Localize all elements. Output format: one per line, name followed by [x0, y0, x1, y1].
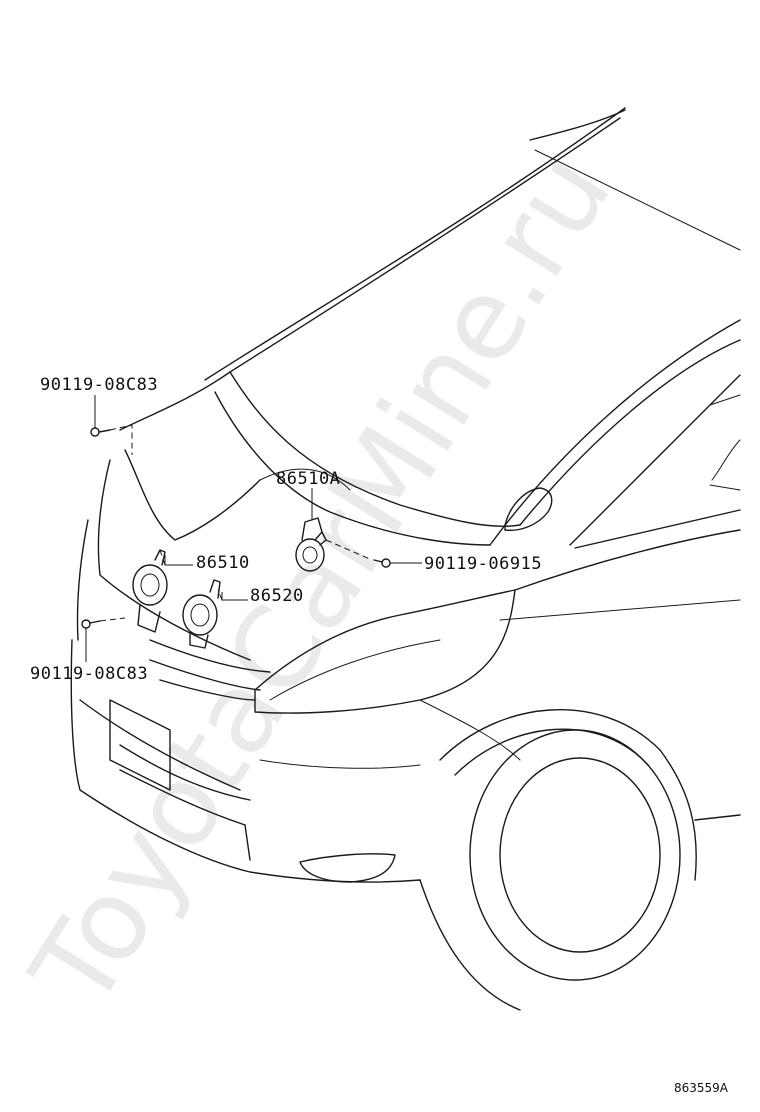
callout-bolt-lower-left: 90119-08C83	[30, 664, 148, 684]
callout-horn-low: 86520	[250, 586, 304, 606]
callout-bolt-upper-left: 90119-08C83	[40, 375, 158, 395]
diagram-reference-code: 863559A	[674, 1081, 729, 1095]
vehicle-body-outline	[70, 107, 741, 1011]
leader-lines	[85, 395, 422, 662]
bolt-lower-left-shape	[81, 619, 101, 629]
horn-86510-shape	[132, 549, 168, 633]
callout-horn-high: 86510	[196, 553, 250, 573]
bolt-upper-left-shape	[90, 427, 111, 437]
callout-horn-assembly-high: 86510A	[276, 469, 340, 489]
callout-bolt-right: 90119-06915	[424, 554, 542, 574]
horn-86520-shape	[182, 579, 221, 649]
